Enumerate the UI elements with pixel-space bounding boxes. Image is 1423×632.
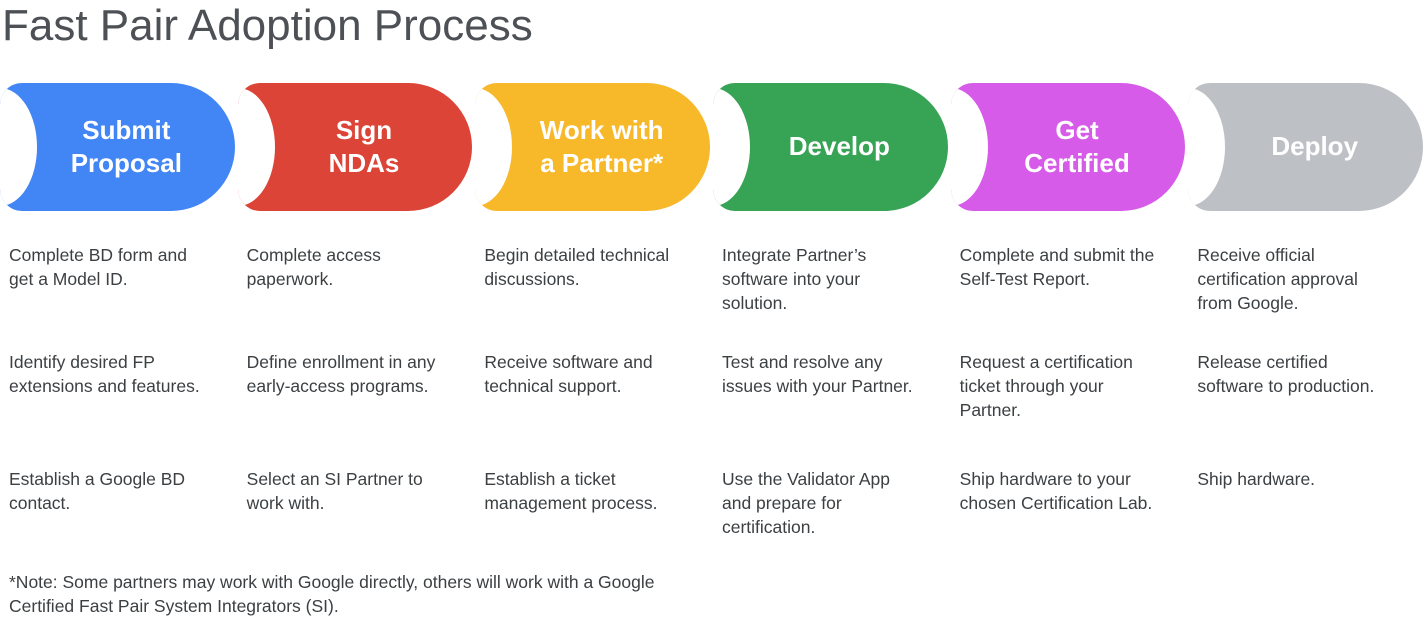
step-text-get-certified-3: Ship hardware to your chosen Certificati… xyxy=(959,469,1153,514)
step-text-deploy-3: Ship hardware. xyxy=(1197,469,1316,490)
footnote: *Note: Some partners may work with Googl… xyxy=(9,571,655,616)
step-cell: Integrate Partner’s software into your s… xyxy=(713,244,948,351)
step-text-work-with-partner-1: Begin detailed technical discussions. xyxy=(484,245,670,290)
step-text-develop-1: Integrate Partner’s software into your s… xyxy=(722,245,867,313)
stage-label-submit-proposal: Submit Proposal xyxy=(70,114,182,179)
step-cell: Ship hardware. xyxy=(1188,468,1423,539)
stage-label-work-with-partner: Work with a Partner* xyxy=(539,114,664,179)
step-cell: Complete access paperwork. xyxy=(238,244,473,351)
step-cell: Receive software and technical support. xyxy=(475,351,710,468)
stage-label-get-certified: Get Certified xyxy=(1024,114,1130,179)
step-text-deploy-1: Receive official certification approval … xyxy=(1197,245,1358,313)
step-text-sign-ndas-1: Complete access paperwork. xyxy=(246,245,381,290)
step-cell: Select an SI Partner to work with. xyxy=(238,468,473,539)
stage-pill-row: Submit Proposal Sign NDAs Work with a Pa… xyxy=(0,83,1423,212)
stage-label-develop: Develop xyxy=(788,131,890,162)
stage-get-certified: Get Certified xyxy=(950,83,1186,212)
step-cell: Test and resolve any issues with your Pa… xyxy=(713,351,948,468)
stage-work-with-partner: Work with a Partner* xyxy=(475,83,711,212)
step-cell: Identify desired FP extensions and featu… xyxy=(0,351,235,468)
step-cell: Release certified software to production… xyxy=(1188,351,1423,468)
step-text-sign-ndas-3: Select an SI Partner to work with. xyxy=(246,469,423,514)
step-cell: Define enrollment in any early-access pr… xyxy=(238,351,473,468)
steps-grid: Complete BD form and get a Model ID. Com… xyxy=(0,244,1423,539)
step-cell: Establish a Google BD contact. xyxy=(0,468,235,539)
step-cell: Ship hardware to your chosen Certificati… xyxy=(951,468,1186,539)
step-text-submit-proposal-2: Identify desired FP extensions and featu… xyxy=(9,352,200,397)
step-text-develop-2: Test and resolve any issues with your Pa… xyxy=(722,352,913,397)
stage-submit-proposal: Submit Proposal xyxy=(0,83,235,212)
step-text-get-certified-1: Complete and submit the Self-Test Report… xyxy=(959,245,1155,290)
stage-sign-ndas: Sign NDAs xyxy=(237,83,473,212)
step-cell: Complete and submit the Self-Test Report… xyxy=(951,244,1186,351)
step-text-submit-proposal-1: Complete BD form and get a Model ID. xyxy=(9,245,187,290)
step-text-deploy-2: Release certified software to production… xyxy=(1197,352,1375,397)
step-text-submit-proposal-3: Establish a Google BD contact. xyxy=(9,469,186,514)
step-text-work-with-partner-2: Receive software and technical support. xyxy=(484,352,653,397)
step-text-get-certified-2: Request a certification ticket through y… xyxy=(959,352,1133,420)
page-title: Fast Pair Adoption Process xyxy=(2,1,533,50)
step-cell: Complete BD form and get a Model ID. xyxy=(0,244,235,351)
step-cell: Request a certification ticket through y… xyxy=(951,351,1186,468)
step-text-work-with-partner-3: Establish a ticket management process. xyxy=(484,469,658,514)
stage-label-deploy: Deploy xyxy=(1271,131,1359,162)
step-cell: Begin detailed technical discussions. xyxy=(475,244,710,351)
step-text-develop-3: Use the Validator App and prepare for ce… xyxy=(722,469,890,537)
step-text-sign-ndas-2: Define enrollment in any early-access pr… xyxy=(246,352,436,397)
stage-label-sign-ndas: Sign NDAs xyxy=(328,114,400,179)
stage-develop: Develop xyxy=(713,83,948,212)
stage-deploy: Deploy xyxy=(1188,83,1423,212)
step-cell: Establish a ticket management process. xyxy=(475,468,710,539)
step-cell: Use the Validator App and prepare for ce… xyxy=(713,468,948,539)
step-cell: Receive official certification approval … xyxy=(1188,244,1423,351)
